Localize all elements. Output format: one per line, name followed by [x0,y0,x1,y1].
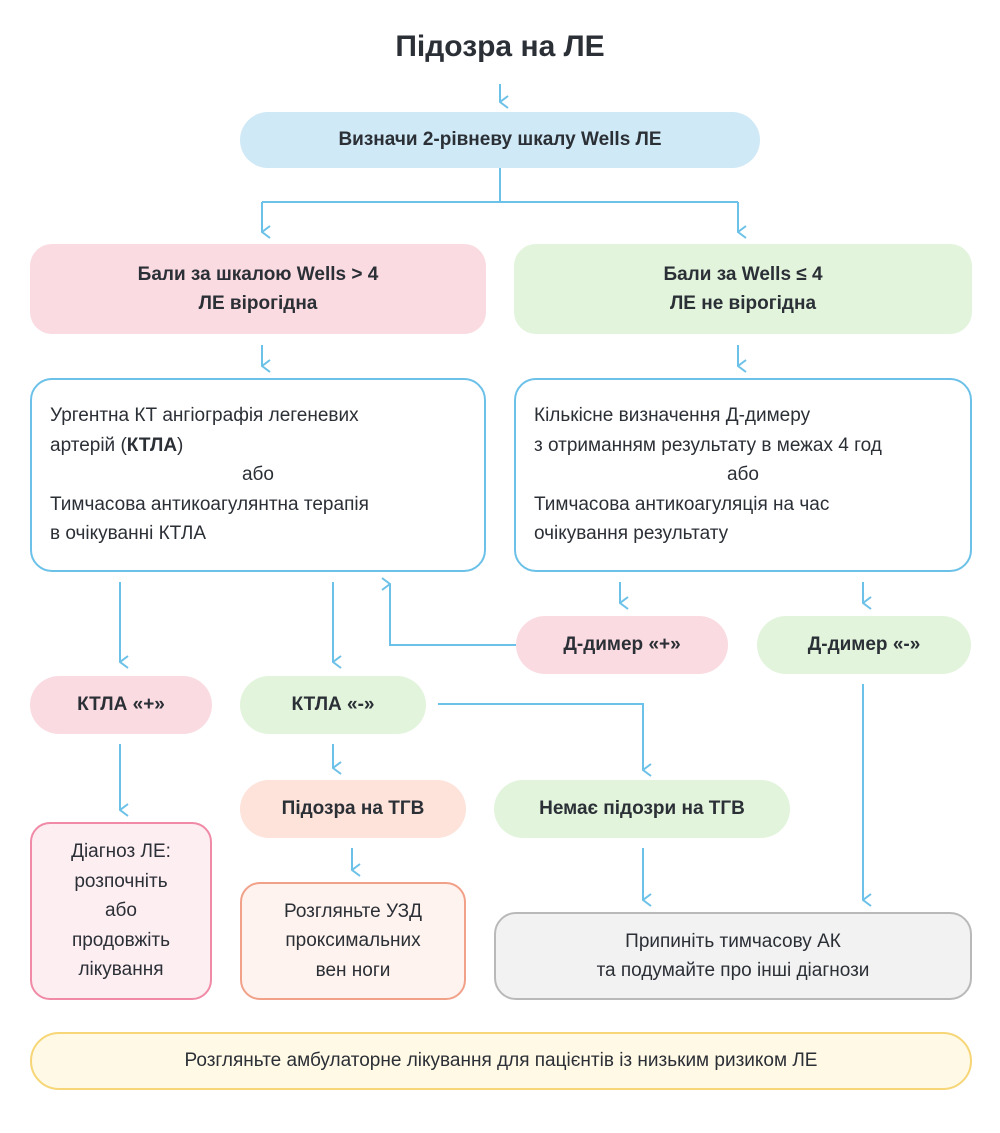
stop-anticoagulation-box: Припиніть тимчасову АК та подумайте про … [494,912,972,1000]
arrow-wells-split [262,168,738,203]
ctpa-line4: в очікуванні КТЛА [50,523,206,545]
ddimer-line3: Тимчасова антикоагуляція на час [534,493,830,515]
ultrasound-line1: Розгляньте УЗД [283,900,423,922]
arrow-ctpa-negative-to-no-dvt [438,703,643,770]
ddimer-line2: з отриманням результату в межах 4 год [534,434,882,456]
ddimer-positive-text: Д-димер «+» [563,634,681,656]
dvt-suspected-text: Підозра на ТГВ [281,798,425,820]
diagnosis-line5: лікування [78,959,164,981]
diagnosis-line1: Діагноз ЛЕ: [71,841,171,863]
low-probability-line1: Бали за Wells ≤ 4 [663,263,823,285]
ctpa-negative-text: КТЛА «-» [291,694,375,716]
ctpa-line3: Тимчасова антикоагулянтна терапія [50,493,369,515]
diagnosis-line4: продовжіть [71,929,171,951]
ddimer-negative-box: Д-димер «-» [757,616,971,674]
ctpa-line2: артерій (КТЛА) [50,434,184,456]
high-probability-line1: Бали за шкалою Wells > 4 [137,263,379,285]
high-probability-line2: ЛЕ вірогідна [198,293,318,314]
ctpa-negative-box: КТЛА «-» [240,676,426,734]
ddimer-positive-box: Д-димер «+» [516,616,728,674]
flowchart-title: Підозра на ЛЕ [395,30,605,63]
stop-line2: та подумайте про інші діагнози [596,960,870,981]
ultrasound-box: Розгляньте УЗД проксимальних вен ноги [240,882,466,1000]
outpatient-note-box: Розгляньте амбулаторне лікування для пац… [30,1032,972,1090]
ultrasound-line3: вен ноги [315,959,391,981]
pe-diagnosis-box: Діагноз ЛЕ: розпочніть або продовжіть лі… [30,822,212,1000]
wells-score-text: Визначи 2-рівневу шкалу Wells ЛЕ [338,129,662,151]
stop-line1: Припиніть тимчасову АК [625,930,841,952]
ddimer-line1: Кількісне визначення Д-димеру [534,405,811,427]
high-probability-box: Бали за шкалою Wells > 4 ЛЕ вірогідна [30,244,486,334]
ctpa-or: або [241,464,275,486]
ultrasound-line2: проксимальних [285,930,421,952]
ctpa-box: Ургентна КТ ангіографія легеневих артері… [30,378,486,572]
ddimer-or: або [726,464,760,486]
diagnosis-line3: або [104,900,138,922]
ctpa-positive-text: КТЛА «+» [77,694,165,716]
low-probability-box: Бали за Wells ≤ 4 ЛЕ не вірогідна [514,244,972,334]
ctpa-positive-box: КТЛА «+» [30,676,212,734]
dvt-suspected-box: Підозра на ТГВ [240,780,466,838]
low-probability-line2: ЛЕ не вірогідна [669,293,817,314]
ddimer-line4: очікування результату [534,523,729,545]
no-dvt-suspected-box: Немає підозри на ТГВ [494,780,790,838]
ctpa-line1: Ургентна КТ ангіографія легеневих [50,405,359,427]
arrow-positive-ddimer-to-ctpa [390,584,516,646]
ddimer-negative-text: Д-димер «-» [807,634,921,656]
ddimer-box: Кількісне визначення Д-димеру з отриманн… [514,378,972,572]
outpatient-note-text: Розгляньте амбулаторне лікування для пац… [184,1050,818,1072]
diagnosis-line2: розпочніть [74,870,168,892]
no-dvt-suspected-text: Немає підозри на ТГВ [539,798,745,820]
wells-score-step: Визначи 2-рівневу шкалу Wells ЛЕ [240,112,760,168]
